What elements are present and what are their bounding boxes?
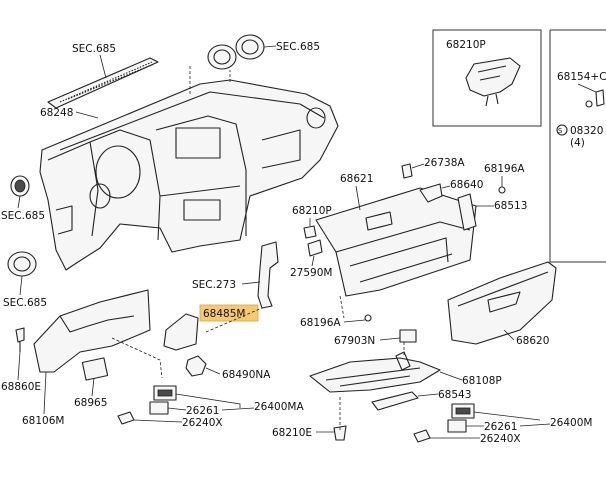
inset-68210p: 68210P	[432, 29, 542, 127]
label-68485m: 68485M	[203, 308, 245, 320]
label-68513: 68513	[494, 200, 527, 212]
label-67903n: 67903N	[334, 335, 375, 347]
svg-text:S: S	[558, 127, 563, 135]
label-68490na: 68490NA	[222, 369, 271, 381]
center-vent: SEC.685	[207, 34, 320, 70]
label-sec685-left1: SEC.685	[1, 210, 45, 222]
part-68965-icon	[81, 357, 109, 381]
duct-shape	[257, 241, 279, 309]
label-68106m: 68106M	[22, 415, 64, 427]
lid-handle-icon	[487, 291, 521, 313]
label-26240x-b: 26240X	[480, 433, 521, 445]
inset-68154: 68154+C S 08320 (4)	[549, 29, 606, 263]
screw-68196a-mid-icon	[364, 314, 372, 322]
left-vents: SEC.685 SEC.685	[1, 175, 47, 309]
label-27590m: 27590M	[290, 267, 332, 279]
lower-panel-68106m: 68965 68860E 68106M	[1, 289, 163, 427]
speaker-ring	[306, 107, 326, 129]
label-68620: 68620	[516, 335, 549, 347]
label-68196a-top: 68196A	[484, 163, 525, 175]
label-sec273: SEC.273	[192, 279, 236, 291]
label-26261-b: 26261	[484, 421, 517, 433]
inset-right-frame	[549, 29, 606, 263]
inset-68154-leader	[577, 83, 597, 93]
assembly-lines	[189, 66, 405, 430]
label-26400m: 26400M	[550, 417, 592, 429]
label-68965: 68965	[74, 397, 107, 409]
panel-body	[39, 79, 339, 271]
lower-center-parts: 67903N 68108P 68543 68210E	[272, 329, 502, 441]
label-26261-a: 26261	[186, 405, 219, 417]
lamp-group-right: 26261 26400M 26240X	[413, 403, 592, 445]
clip-68210p-detail	[477, 65, 507, 81]
lamp-26261-b-icon	[447, 419, 467, 433]
nut-68490na: 68490NA	[185, 355, 271, 381]
bolt-08320-icon	[556, 124, 568, 136]
tray-68108p-icon	[309, 357, 441, 393]
latch-68640-icon	[419, 183, 443, 203]
inset-68154-label: 68154+C	[557, 71, 606, 83]
vent-left-icon	[207, 44, 237, 70]
label-68248: 68248	[40, 107, 73, 119]
lamp-26261-icon	[149, 401, 169, 415]
inset-08320-qty: (4)	[570, 137, 585, 149]
inset-frame	[432, 29, 542, 127]
glove-box-68621: 68621	[315, 173, 477, 297]
label-68196a-mid: 68196A	[300, 317, 341, 329]
label-sec685-top: SEC.685	[72, 43, 116, 55]
defroster-grille-shape	[47, 57, 159, 109]
clip-68210p-mid-icon	[303, 225, 317, 239]
nut-68490na-icon	[185, 355, 207, 377]
label-68621: 68621	[340, 173, 373, 185]
cover-27590m-icon	[307, 239, 323, 257]
center-stack	[175, 127, 221, 159]
glove-box-shape	[315, 187, 477, 297]
side-vent-lower-icon	[7, 251, 37, 277]
bracket-68485m-icon	[163, 313, 199, 351]
defroster-grille: SEC.685	[47, 43, 159, 109]
label-68210e: 68210E	[272, 427, 312, 439]
label-26400ma: 26400MA	[254, 401, 304, 413]
screw-68196a-top-icon	[498, 186, 506, 194]
label-sec685-left2: SEC.685	[3, 297, 47, 309]
label-68640: 68640	[450, 179, 483, 191]
bulb-26240x-icon	[117, 411, 135, 425]
label-26738a: 26738A	[424, 157, 465, 169]
clip-68210e-icon	[333, 425, 347, 441]
bracket-68154-icon	[595, 89, 605, 107]
vent-right-icon	[235, 34, 265, 60]
label-68108p: 68108P	[462, 375, 502, 387]
inset-08320-label: 08320	[570, 125, 603, 137]
highlight-68485m	[199, 304, 259, 322]
instrument-panel-68248: 68248	[39, 79, 339, 271]
bumper-26738a-icon	[401, 163, 413, 179]
damper-68513-icon	[457, 193, 477, 231]
glove-box-lid-68620: 68620	[447, 261, 557, 347]
label-68860e: 68860E	[1, 381, 41, 393]
label-68210p-mid: 68210P	[292, 205, 332, 217]
bracket-68485m: 68485M	[163, 304, 259, 351]
inset-68210p-label: 68210P	[446, 39, 486, 51]
label-sec685-vent: SEC.685	[276, 41, 320, 53]
lower-panel-shape	[33, 289, 151, 373]
bracket-68543-icon	[371, 391, 419, 411]
duct-sec273: SEC.273	[192, 241, 279, 309]
label-68543: 68543	[438, 389, 471, 401]
screw-68154-icon	[585, 100, 593, 108]
label-26240x-a: 26240X	[182, 417, 223, 429]
cluster-hood	[95, 145, 141, 199]
lamp-group-left: 26261 26400MA 26240X	[117, 385, 304, 429]
clip-68210p-legs	[485, 93, 499, 107]
part-67903n-icon	[399, 329, 417, 343]
bulb-26240x-b-icon	[413, 429, 431, 443]
clip-68860e-icon	[15, 327, 25, 343]
right-small-parts: 26738A 68196A 68640 68513 68210P 27590M …	[290, 157, 527, 329]
